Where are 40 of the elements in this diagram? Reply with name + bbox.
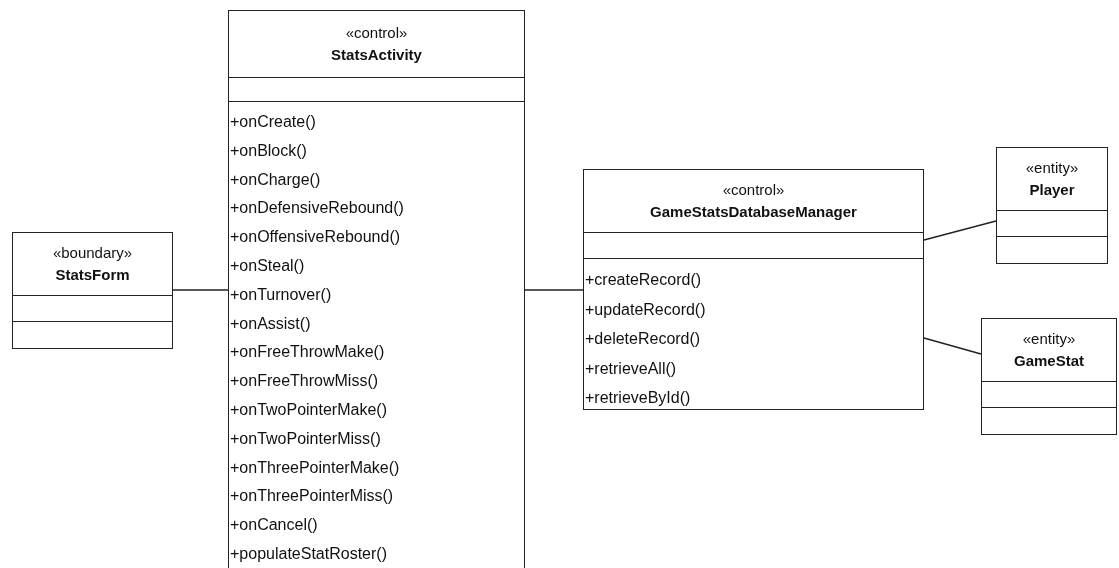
class-name: StatsActivity [331,45,422,65]
stereotype-label: «entity» [1025,158,1079,178]
operation-label: +onThreePointerMiss() [229,486,394,507]
stereotype-label: «control» [345,23,408,43]
class-box [12,232,173,349]
operation-label: +onTwoPointerMake() [229,399,387,420]
class-name: GameStatsDatabaseManager [650,202,857,222]
operation-label: +onThreePointerMake() [229,457,400,478]
operation-label: +populateStatRoster() [229,543,387,564]
class-name: StatsForm [55,265,130,285]
operation-label: +onCharge() [229,169,321,190]
stereotype-label: «boundary» [52,243,133,263]
association-line [172,289,229,291]
class-box [228,10,525,568]
operation-label: +retrieveAll() [584,358,677,379]
operation-label: +onCancel() [229,515,318,536]
operation-label: +updateRecord() [584,299,706,320]
operation-label: +onDefensiveRebound() [229,198,404,219]
operation-label: +onBlock() [229,140,307,161]
operation-label: +onSteal() [229,256,305,276]
class-name: GameStat [1014,351,1084,371]
class-box [996,147,1108,264]
association-line [923,337,982,355]
association-line [524,289,584,291]
operation-label: +onTurnover() [229,284,332,305]
operation-label: +retrieveById() [584,388,691,408]
class-box [583,169,924,410]
stereotype-label: «control» [722,180,785,200]
association-line [923,220,997,241]
operation-label: +onAssist() [229,313,311,334]
operation-label: +deleteRecord() [584,329,701,349]
class-box [981,318,1117,435]
stereotype-label: «entity» [1022,329,1076,349]
operation-label: +onFreeThrowMiss() [229,371,379,392]
operation-label: +onTwoPointerMiss() [229,428,381,449]
operation-label: +createRecord() [584,270,702,290]
operation-label: +onOffensiveRebound() [229,227,401,248]
operation-label: +onFreeThrowMake() [229,342,385,363]
class-name: Player [1029,180,1075,200]
operation-label: +onCreate() [229,112,316,132]
